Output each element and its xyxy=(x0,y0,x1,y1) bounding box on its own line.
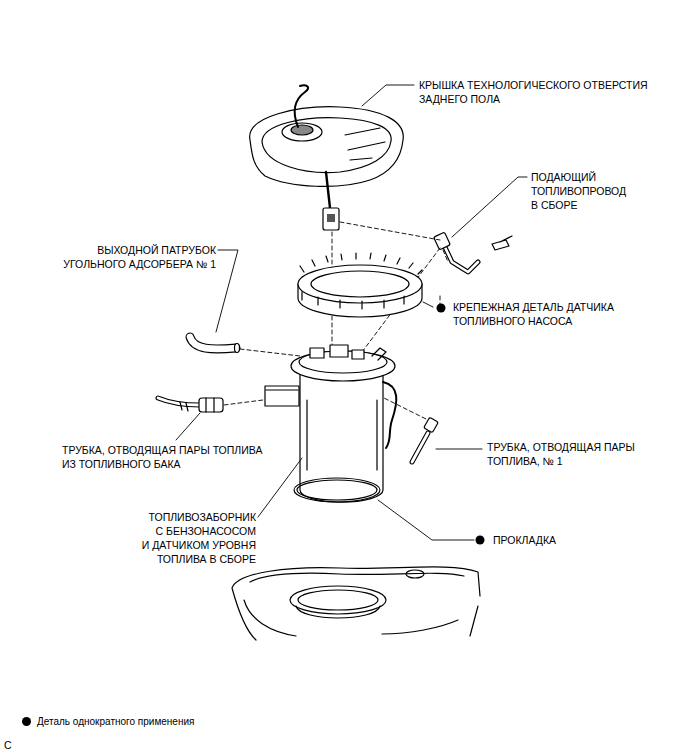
legend-text: Деталь однократного применения xyxy=(37,716,194,727)
part-label: ТРУБКА, ОТВОДЯЩАЯ ПАРЫ ТОПЛИВА, № 1 xyxy=(487,440,635,468)
legend-row: Деталь однократного применения xyxy=(22,715,194,728)
part-label: ВЫХОДНОЙ ПАТРУБОК УГОЛЬНОГО АДСОРБЕРА № … xyxy=(63,243,216,271)
figure-code: C xyxy=(4,738,12,752)
part-label: ПОДАЮЩИЙ ТОПЛИВОПРОВОД В СБОРЕ xyxy=(531,170,626,212)
part-label: ТОПЛИВОЗАБОРНИК С БЕНЗОНАСОСОМ И ДАТЧИКО… xyxy=(142,510,256,566)
part-label: КРЕПЕЖНАЯ ДЕТАЛЬ ДАТЧИКА ТОПЛИВНОГО НАСО… xyxy=(453,300,614,328)
part-label: КРЫШКА ТЕХНОЛОГИЧЕСКОГО ОТВЕРСТИЯ ЗАДНЕГ… xyxy=(419,78,648,106)
part-label: ТРУБКА, ОТВОДЯЩАЯ ПАРЫ ТОПЛИВА ИЗ ТОПЛИВ… xyxy=(62,443,262,471)
single-use-dot xyxy=(22,717,31,726)
part-label: ПРОКЛАДКА xyxy=(493,533,556,547)
